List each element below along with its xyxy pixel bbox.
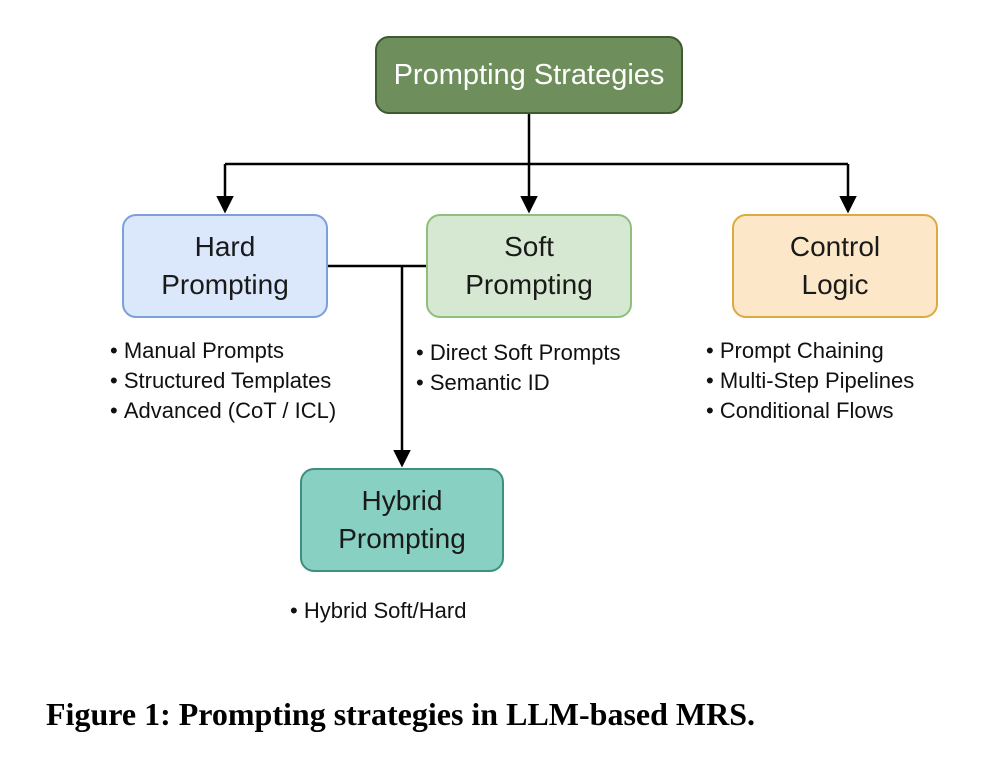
control-logic-list: Prompt Chaining Multi-Step Pipelines Con… bbox=[706, 336, 914, 426]
hybrid-prompting-node: Hybrid Prompting bbox=[300, 468, 504, 572]
root-node-label: Prompting Strategies bbox=[393, 59, 665, 91]
root-node: Prompting Strategies bbox=[375, 36, 683, 114]
list-item: Semantic ID bbox=[416, 368, 621, 398]
list-item: Conditional Flows bbox=[706, 396, 914, 426]
soft-prompting-label: Soft Prompting bbox=[465, 231, 593, 300]
soft-prompting-list: Direct Soft Prompts Semantic ID bbox=[416, 338, 621, 398]
hard-prompting-list: Manual Prompts Structured Templates Adva… bbox=[110, 336, 336, 426]
list-item: Structured Templates bbox=[110, 366, 336, 396]
list-item: Advanced (CoT / ICL) bbox=[110, 396, 336, 426]
list-item: Direct Soft Prompts bbox=[416, 338, 621, 368]
soft-prompting-node: Soft Prompting bbox=[426, 214, 632, 318]
control-logic-label: Control Logic bbox=[789, 231, 881, 300]
list-item: Manual Prompts bbox=[110, 336, 336, 366]
hard-prompting-node: Hard Prompting bbox=[122, 214, 328, 318]
list-item: Multi-Step Pipelines bbox=[706, 366, 914, 396]
list-item: Hybrid Soft/Hard bbox=[290, 596, 467, 626]
hybrid-prompting-list: Hybrid Soft/Hard bbox=[290, 596, 467, 626]
figure-caption: Figure 1: Prompting strategies in LLM-ba… bbox=[46, 696, 755, 732]
control-logic-node: Control Logic bbox=[732, 214, 938, 318]
hard-prompting-label: Hard Prompting bbox=[161, 231, 289, 300]
list-item: Prompt Chaining bbox=[706, 336, 914, 366]
hybrid-prompting-label: Hybrid Prompting bbox=[338, 485, 466, 554]
